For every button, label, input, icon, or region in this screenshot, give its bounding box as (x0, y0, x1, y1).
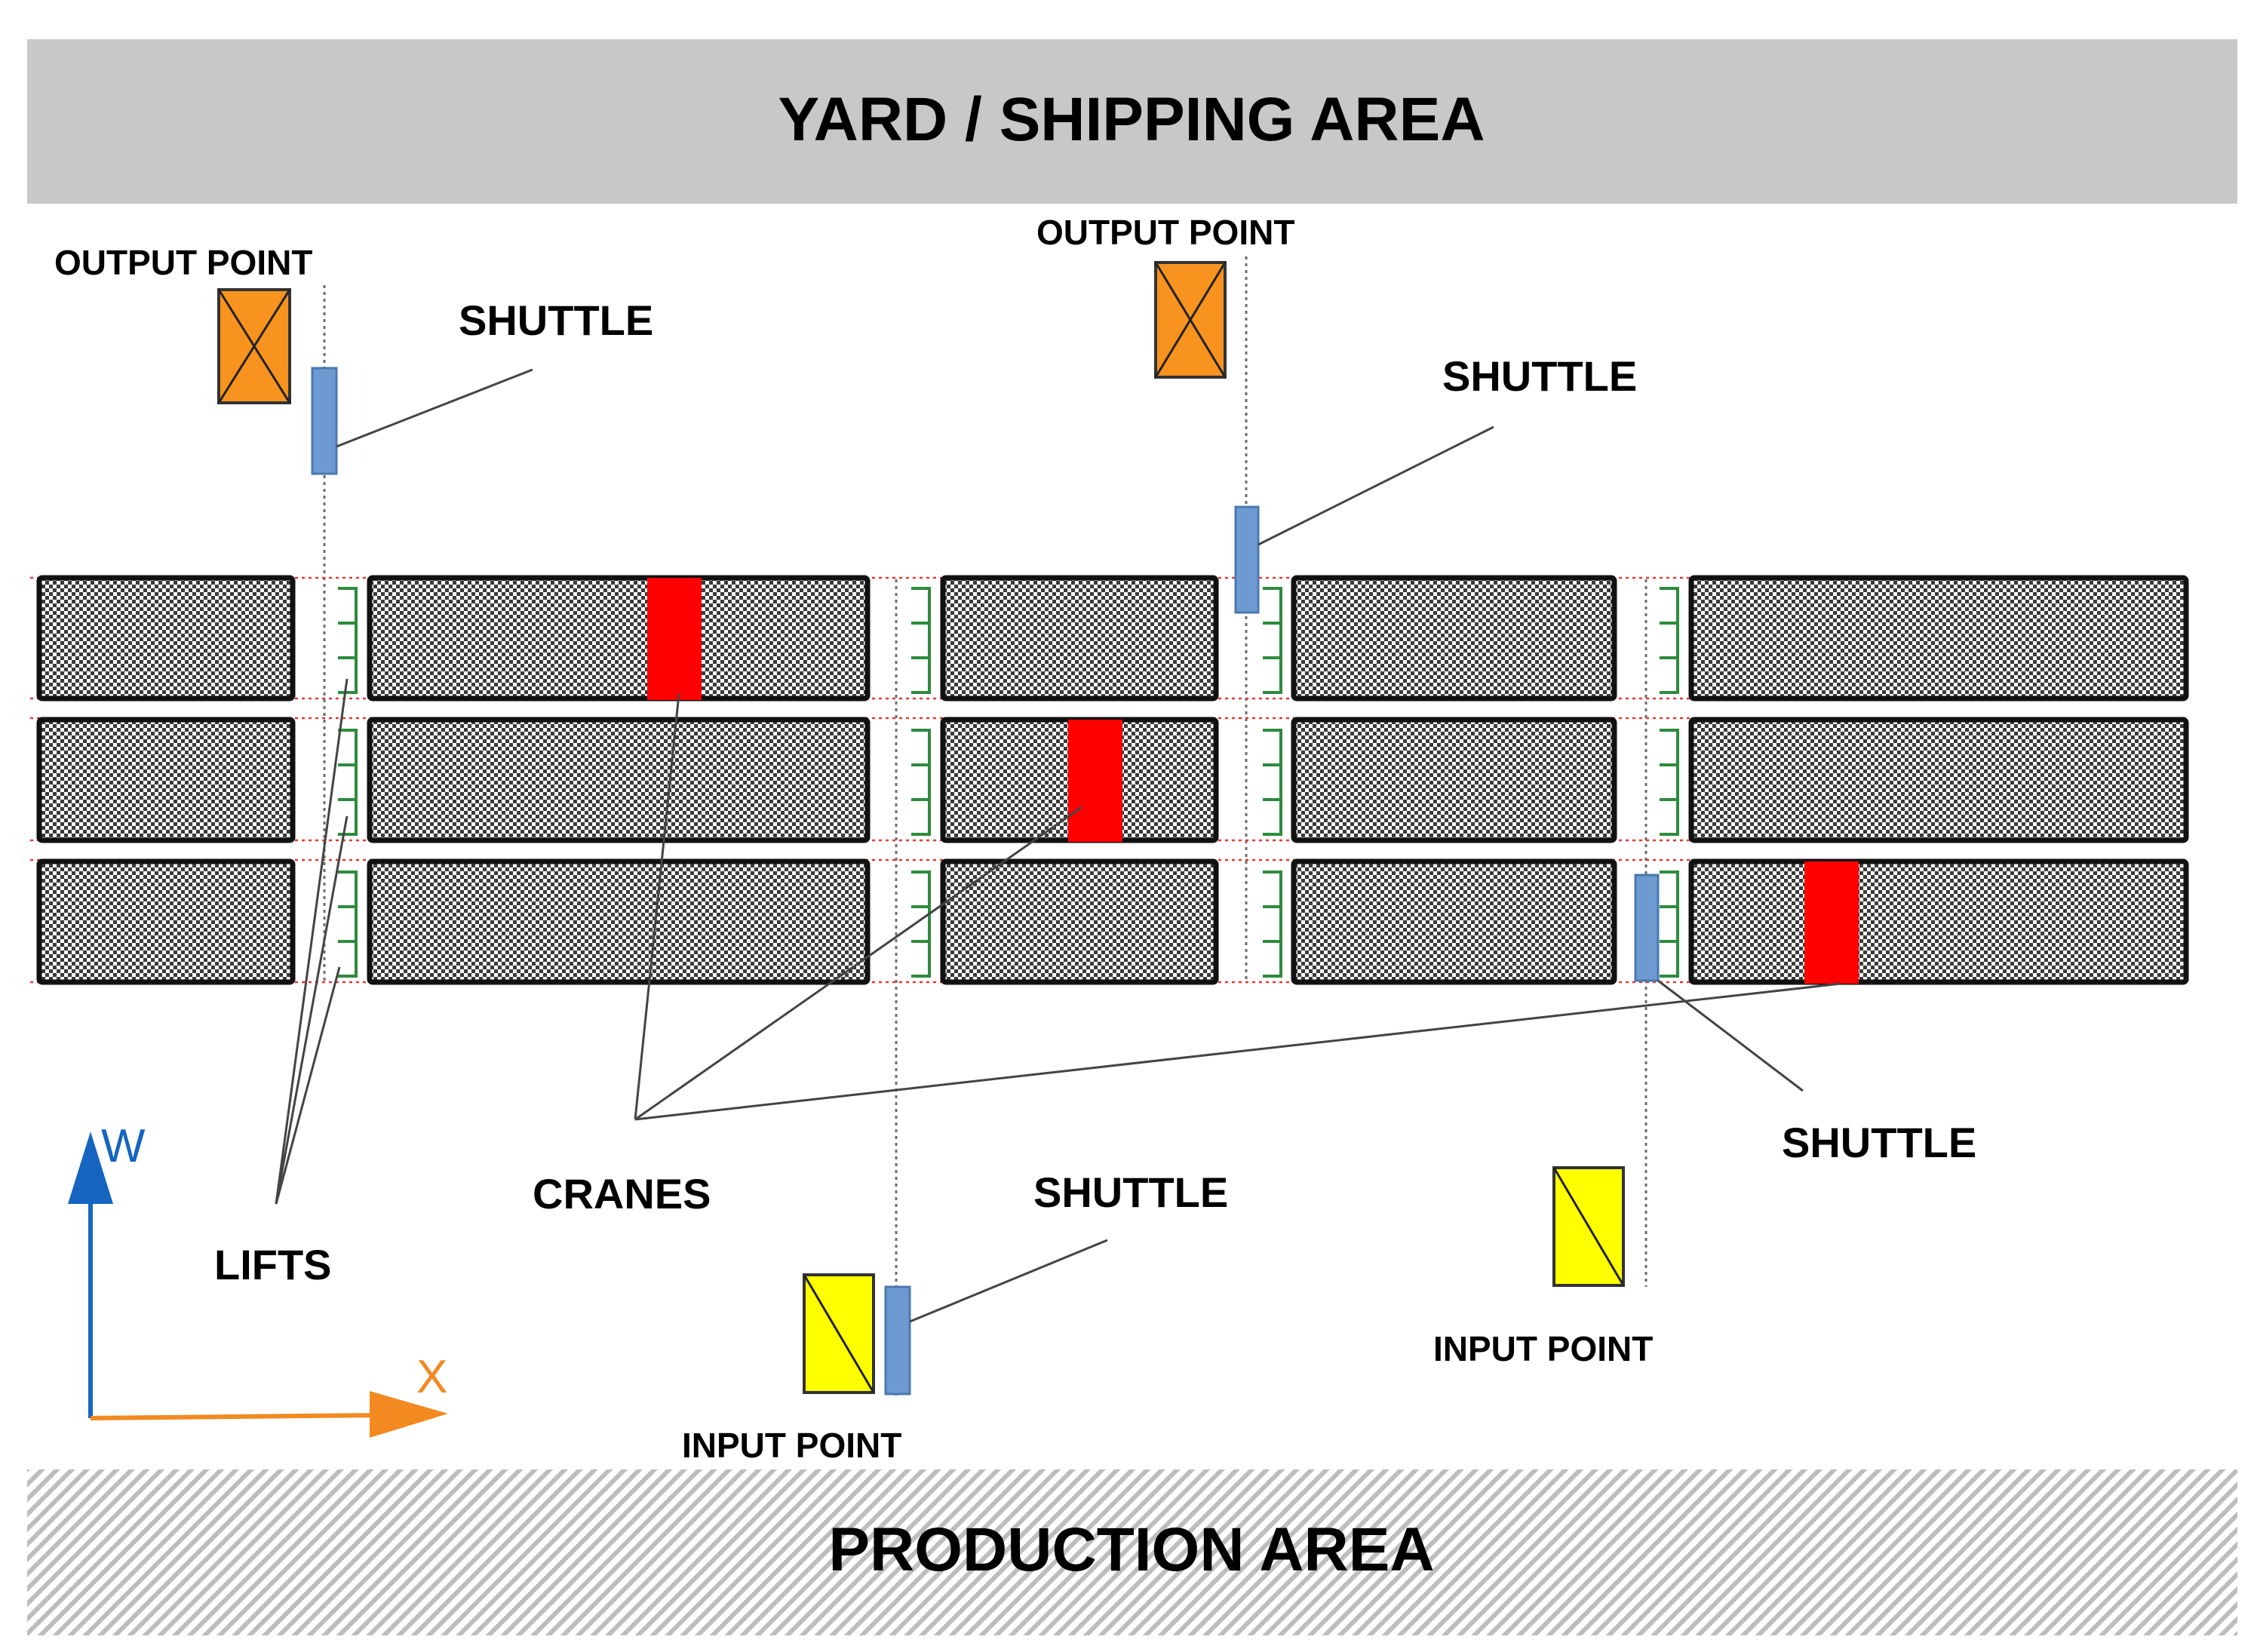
lift-icon (1263, 871, 1282, 978)
output-point-1-label: OUTPUT POINT (54, 243, 312, 282)
input-point-2-label: INPUT POINT (1433, 1329, 1653, 1368)
lift-icon (1263, 587, 1282, 694)
axis-w-label: W (101, 1120, 146, 1172)
cranes (647, 578, 1859, 984)
rack-r2-b2 (367, 717, 871, 843)
shuttle-2-label: SHUTTLE (1442, 352, 1637, 400)
output-point-2-icon (1154, 261, 1227, 379)
lifts (338, 587, 1679, 978)
crane-2 (1068, 720, 1122, 842)
shuttle-3-label: SHUTTLE (1782, 1119, 1976, 1166)
lift-icon (338, 871, 358, 978)
rack-r1-b2 (367, 575, 871, 702)
lift-icon (911, 587, 931, 694)
lift-icon (1263, 729, 1282, 836)
yard-shipping-area (27, 39, 2237, 204)
rack-r1-b5 (1688, 575, 2189, 702)
axes: W X (68, 1120, 448, 1438)
shuttle-4-label: SHUTTLE (1033, 1168, 1228, 1216)
lift-icon (1660, 729, 1679, 836)
crane-3 (1804, 861, 1859, 984)
rack-r3-b2 (367, 858, 871, 985)
yard-shipping-area-label: YARD / SHIPPING AREA (778, 85, 1485, 154)
shuttle-1 (311, 367, 338, 475)
leader-lines (275, 368, 1841, 1323)
lift-icon (1660, 871, 1679, 978)
lift-icon (1660, 587, 1679, 694)
production-area-label: PRODUCTION AREA (828, 1515, 1434, 1584)
arrow-right-icon (370, 1391, 448, 1438)
input-point-1-icon (803, 1273, 875, 1394)
rack-r3-b4 (1291, 858, 1617, 985)
shuttle-2 (1234, 505, 1260, 614)
shuttle-3 (1634, 874, 1660, 982)
lifts-label: LIFTS (214, 1241, 332, 1288)
lift-icon (338, 587, 358, 694)
rack-r3-b1 (36, 858, 296, 985)
output-point-1-icon (217, 288, 291, 404)
cranes-label: CRANES (533, 1170, 711, 1218)
output-point-2-label: OUTPUT POINT (1036, 213, 1294, 252)
rack-r3-b3 (940, 858, 1219, 985)
rack-r2-b1 (36, 717, 296, 843)
input-point-1-label: INPUT POINT (682, 1426, 901, 1465)
rack-r1-b1 (36, 575, 296, 702)
axis-x-label: X (416, 1351, 447, 1403)
rack-r3-b5 (1688, 858, 2189, 985)
rack-r1-b4 (1291, 575, 1617, 702)
crane-1 (647, 578, 702, 700)
rack-r2-b4 (1291, 717, 1617, 843)
production-area (27, 1469, 2237, 1635)
lift-icon (338, 729, 358, 836)
shuttle-1-label: SHUTTLE (459, 296, 653, 344)
rack-r2-b5 (1688, 717, 2189, 843)
lift-icon (911, 729, 931, 836)
shuttle-4 (884, 1285, 911, 1396)
shuttles (311, 367, 1660, 1396)
arrow-up-icon (68, 1132, 113, 1204)
input-point-2-icon (1552, 1166, 1625, 1287)
lift-icon (911, 871, 931, 978)
rack-r1-b3 (940, 575, 1219, 702)
